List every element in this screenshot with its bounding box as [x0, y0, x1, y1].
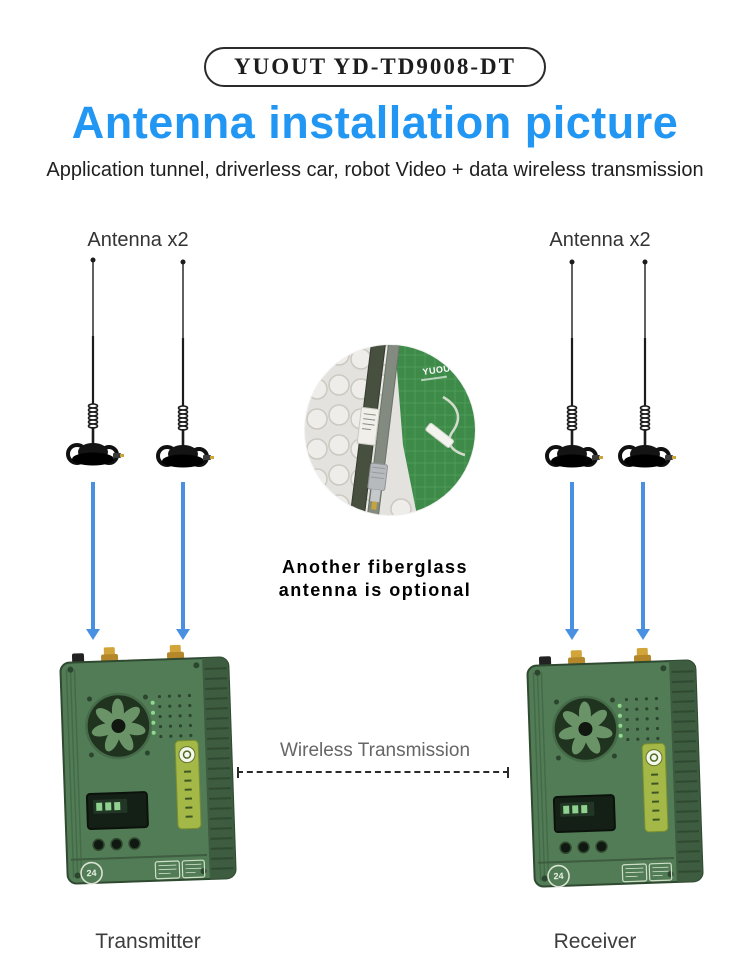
photo-caption-line2: antenna is optional [278, 580, 472, 600]
down-arrow-right-2 [636, 482, 650, 640]
transmitter-voltage-badge: 24 [86, 868, 96, 878]
transmitter-label: Transmitter [95, 930, 201, 953]
down-arrow-right-1 [565, 482, 579, 640]
fiberglass-antenna-photo: YUOUT [305, 345, 475, 515]
receiver-voltage-badge: 24 [553, 871, 563, 881]
receiver-label: Receiver [553, 930, 637, 953]
wireless-link-dashed-line [237, 767, 509, 778]
fiberglass-antenna-photo-graphic: YUOUT [305, 345, 475, 515]
photo-caption-line1: Another fiberglass [281, 557, 469, 577]
receiver-device: 24 [521, 644, 710, 901]
wireless-transmission-label: Wireless Transmission [279, 740, 471, 761]
down-arrow-left-1 [86, 482, 100, 640]
antenna-count-label-left: Antenna x2 [87, 229, 189, 251]
transmitter-device: 24 [54, 641, 243, 898]
model-badge-text: YUOUT YD-TD9008-DT [234, 54, 516, 79]
magnetic-antenna-left-2 [156, 258, 216, 470]
magnetic-antenna-left-1 [66, 256, 126, 468]
page-title: Antenna installation picture [71, 97, 679, 148]
down-arrow-left-2 [176, 482, 190, 640]
receiver-device-graphic: 24 [525, 644, 705, 889]
model-badge: YUOUT YD-TD9008-DT [204, 47, 546, 87]
antenna-count-label-right: Antenna x2 [549, 229, 651, 251]
page-subtitle: Application tunnel, driverless car, robo… [46, 159, 704, 181]
magnetic-antenna-right-2 [618, 258, 678, 470]
transmitter-device-graphic: 24 [58, 641, 238, 886]
